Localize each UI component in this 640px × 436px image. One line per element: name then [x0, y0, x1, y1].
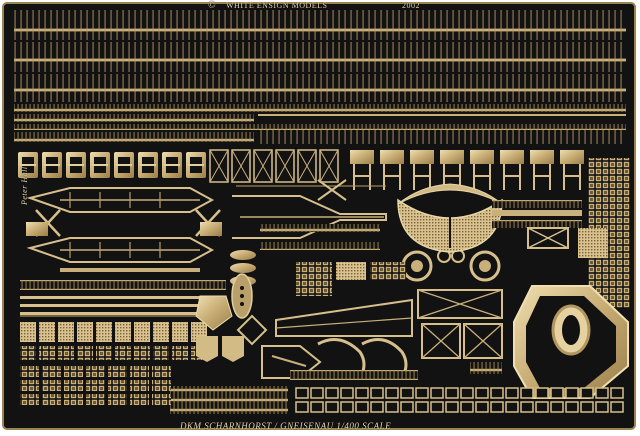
catwalks [492, 158, 630, 308]
artist-signature: Peter Hall [20, 166, 29, 205]
fittings-row [18, 149, 339, 183]
fret-title: DKM SCHARNHORST / GNEISENAU 1/400 SCALE [180, 421, 392, 431]
bulkhead-panels [417, 289, 503, 374]
small-boats [230, 250, 256, 319]
grating-tiles [20, 366, 171, 405]
hatch-tiles [170, 370, 624, 414]
boat-cradle [26, 187, 222, 263]
deck-plates [261, 262, 413, 379]
copyright-mark: © [208, 0, 217, 11]
davit-row [350, 150, 584, 190]
oar-strips [20, 268, 226, 317]
octagon-platform [513, 285, 629, 399]
railing-bank [14, 10, 626, 144]
maker-label: WHITE ENSIGN MODELS [226, 1, 328, 10]
shield-parts [195, 295, 268, 362]
crane-arms [232, 179, 387, 250]
year-label: 2002 [402, 1, 420, 10]
reel-parts [401, 249, 501, 282]
searchlight-platform [397, 183, 503, 253]
